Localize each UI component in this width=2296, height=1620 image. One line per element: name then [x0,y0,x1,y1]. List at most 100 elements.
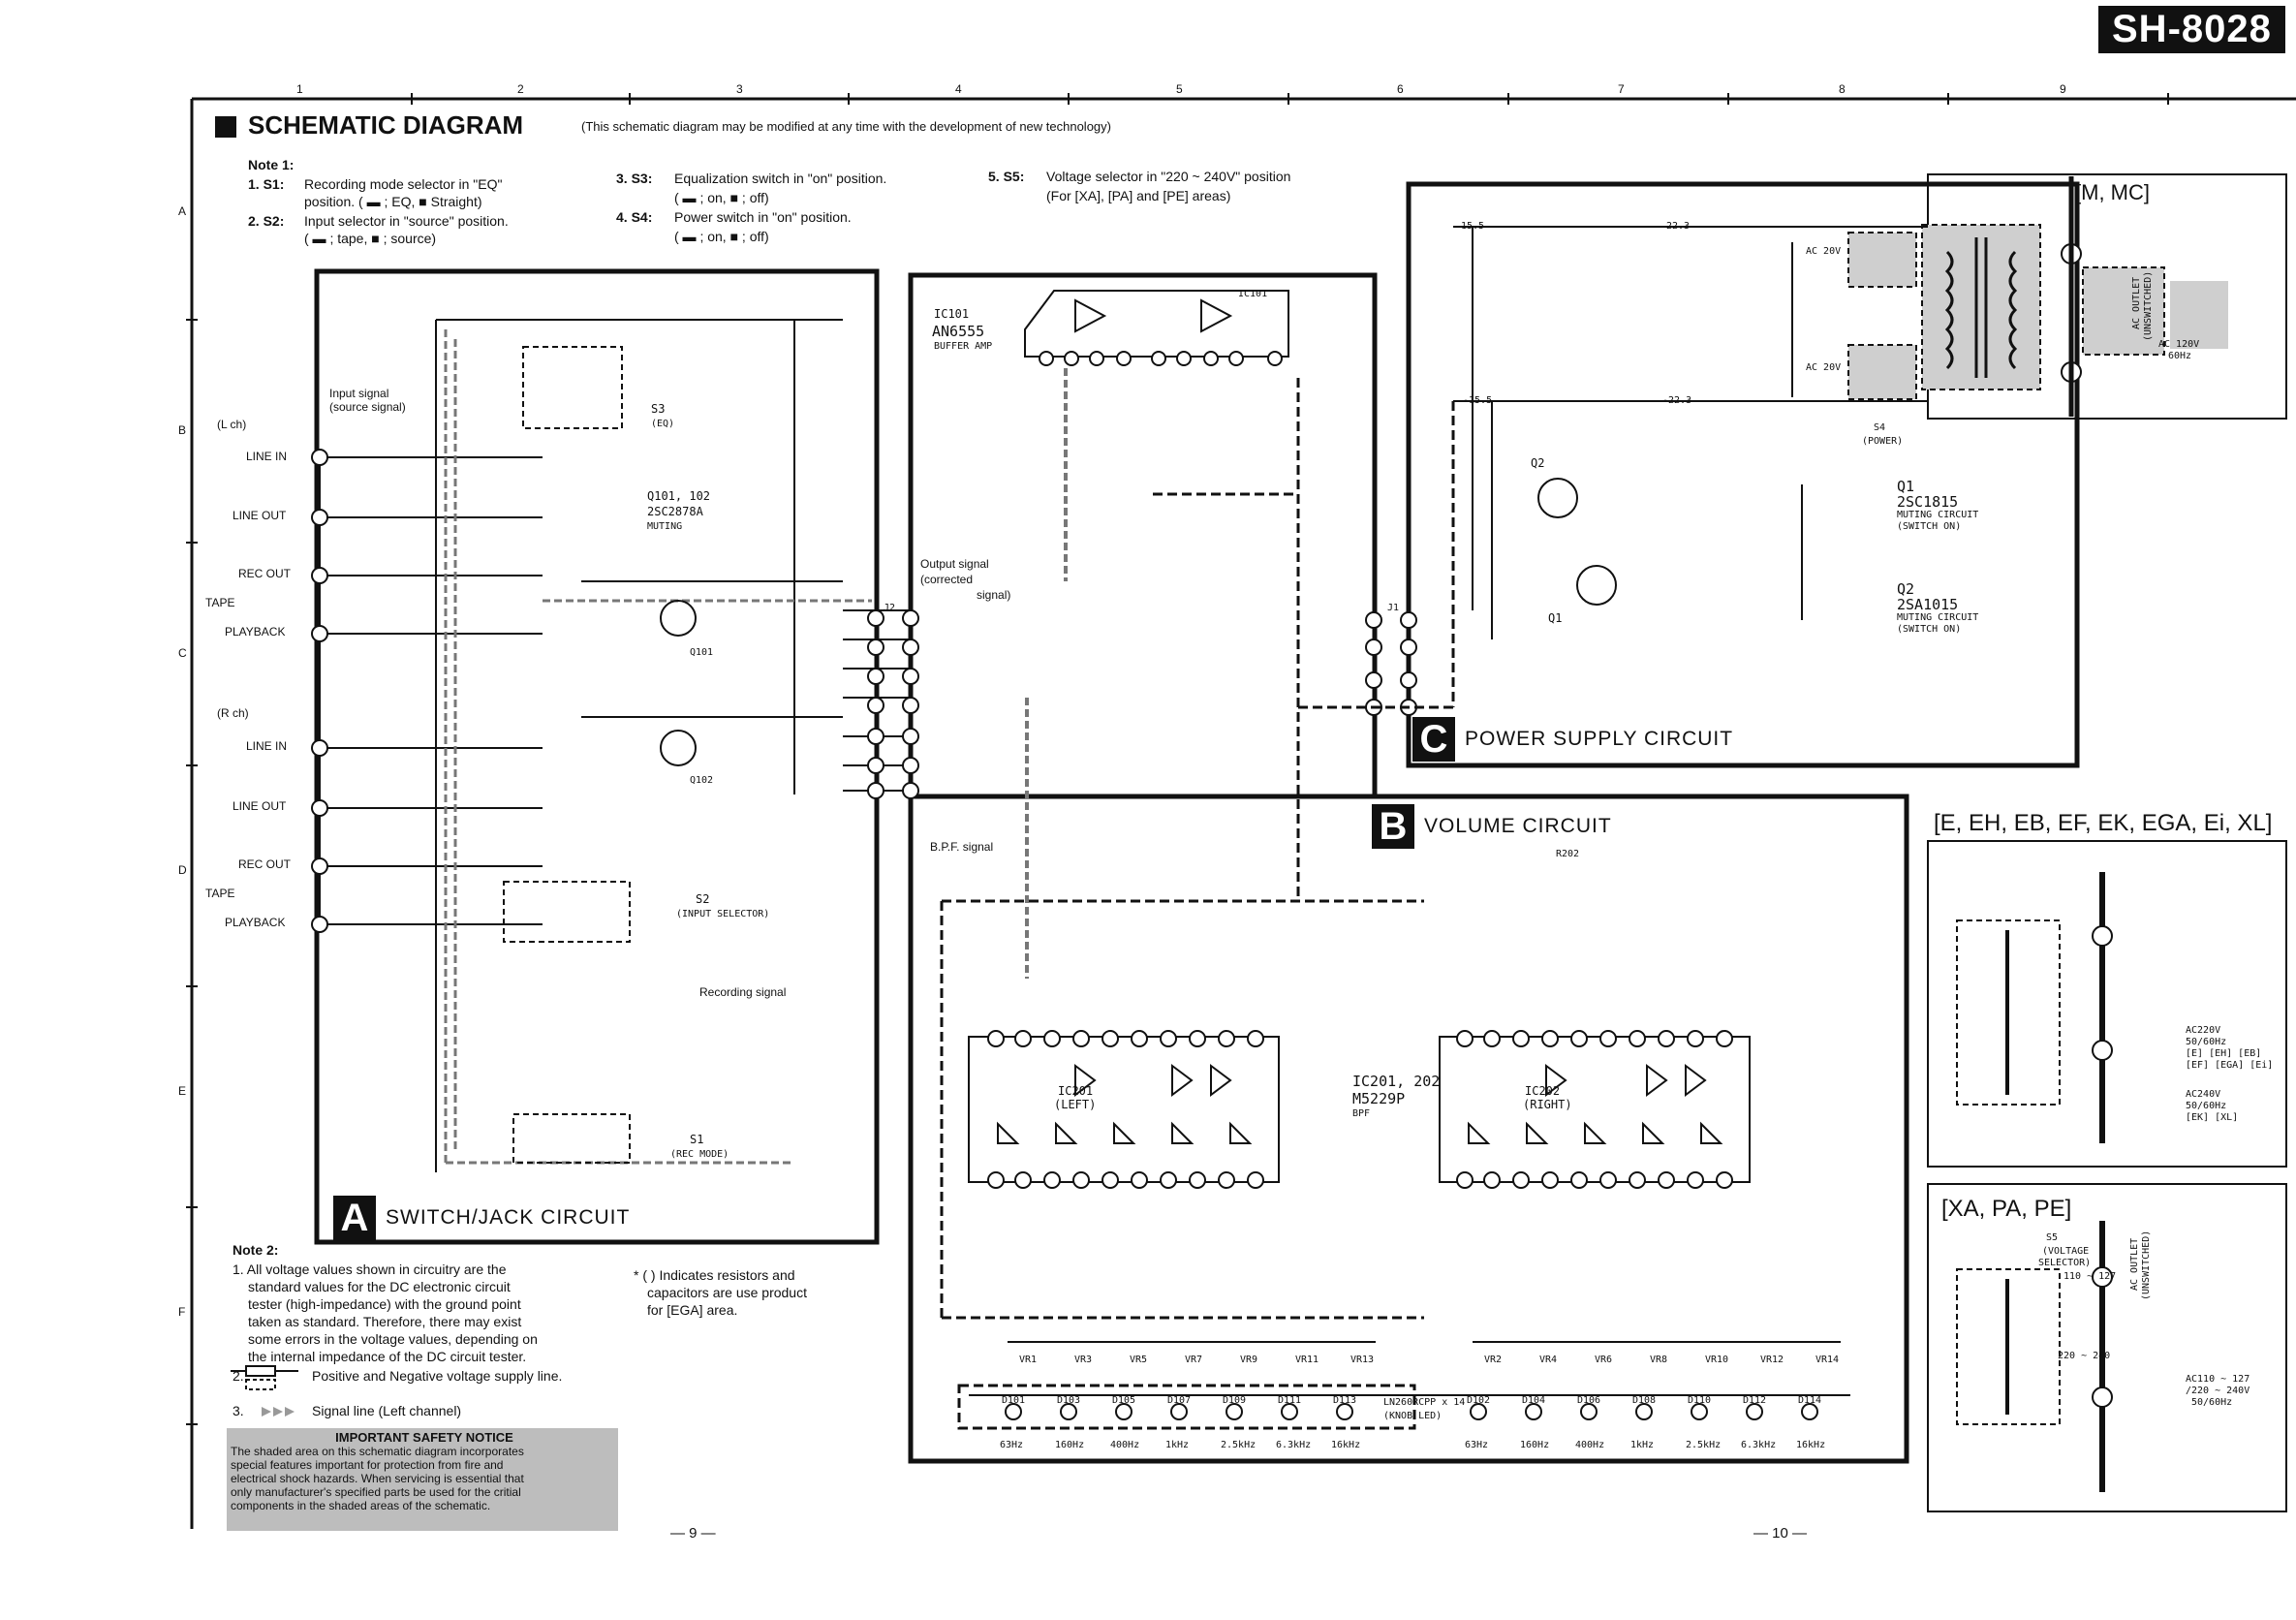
line-in-l: LINE IN [246,450,288,463]
s2-text-a: Input selector in "source" position. [304,213,509,229]
ac20v-a: AC 20V [1806,246,1842,257]
ic101-top-label: IC101 [1238,289,1268,299]
row-d: D [178,863,187,877]
bpf-signal-label: B.P.F. signal [930,840,994,854]
note2-line1: 1. All voltage values shown in circuitry… [233,1262,507,1277]
ic201-202-label: IC201, 202 [1352,1073,1441,1090]
recording-signal-label: Recording signal [699,985,787,999]
x-s5: S5 [2046,1232,2059,1243]
s5-key: 5. S5: [988,169,1025,184]
led-label: D104 [1522,1395,1546,1406]
led-label: D112 [1743,1395,1767,1406]
rch-label: (R ch) [217,706,249,720]
col-1: 1 [296,82,303,96]
note2-line4: taken as standard. Therefore, there may … [248,1314,522,1329]
s5-text-b: (For [XA], [PA] and [PE] areas) [1046,188,1231,203]
led-part: LN260RCPP x 14 [1383,1397,1466,1408]
rec-out-r: REC OUT [238,857,291,871]
section-c-letter: C [1412,717,1455,762]
q2-small: Q2 [1531,456,1545,470]
vr-label: VR12 [1760,1355,1784,1365]
s2-key: 2. S2: [248,213,285,229]
ic101-desc: BUFFER AMP [934,341,993,352]
led-label: D107 [1167,1395,1192,1406]
x-220-240: 220 ~ 240 [2058,1351,2111,1361]
q101-102-label: Q101, 102 [647,489,711,503]
freq-label: 63Hz [1465,1440,1489,1450]
section-c-label: C POWER SUPPLY CIRCUIT [1412,717,1733,762]
section-a-title: SWITCH/JACK CIRCUIT [386,1206,631,1229]
r202-label: R202 [1556,849,1580,859]
section-b-label: B VOLUME CIRCUIT [1372,804,1612,849]
s2-desc: (INPUT SELECTOR) [676,909,770,919]
ic201-label: IC201 [1058,1084,1094,1098]
vr-label: VR6 [1595,1355,1613,1365]
ic202-side: (RIGHT) [1523,1098,1572,1111]
x-ac2: /220 ~ 240V [2186,1386,2250,1396]
page-title: SCHEMATIC DIAGRAM [248,110,524,140]
col-5: 5 [1176,82,1183,96]
freq-label: 1kHz [1165,1440,1190,1450]
x-group-title: [XA, PA, PE] [1941,1196,2072,1222]
q101-102-part: 2SC2878A [647,505,703,518]
s4-text-b: ( ▬ ; on, ■ ; off) [674,229,769,244]
s4-text-a: Power switch in "on" position. [674,209,852,225]
v223-b: -22.3 [1662,395,1692,406]
lch-label: (L ch) [217,418,247,431]
freq-label: 400Hz [1110,1440,1140,1450]
s2-text-b: ( ▬ ; tape, ■ ; source) [304,231,437,246]
note2-line8: Signal line (Left channel) [312,1403,462,1418]
row-b: B [178,423,187,437]
led-desc: (KNOB LED) [1383,1411,1443,1421]
s1-key: 1. S1: [248,176,285,192]
vr-label: VR13 [1350,1355,1375,1365]
led-label: D108 [1632,1395,1657,1406]
model-badge: SH-8028 [2098,6,2285,53]
vr-label: VR8 [1650,1355,1668,1365]
mmc-label: [M, MC] [2075,180,2150,204]
title-square [215,116,236,138]
rec-out-l: REC OUT [238,567,291,580]
section-a-label: A SWITCH/JACK CIRCUIT [333,1196,630,1240]
tape-r: TAPE [205,887,235,900]
row-c: C [178,646,187,660]
safety-title: IMPORTANT SAFETY NOTICE [335,1430,513,1445]
section-c-title: POWER SUPPLY CIRCUIT [1465,728,1734,750]
s1-label: S1 [690,1133,704,1146]
col-6: 6 [1397,82,1404,96]
vr-label: VR11 [1295,1355,1319,1365]
x-s5-desc-a: (VOLTAGE [2042,1246,2090,1257]
playback-r: PLAYBACK [225,916,286,929]
q102-label: Q102 [690,775,714,786]
disclaimer: (This schematic diagram may be modified … [581,119,1111,134]
col-4: 4 [955,82,962,96]
j2-label: J2 [884,603,896,613]
ac-outlet-label: AC OUTLET [2131,276,2142,329]
playback-l: PLAYBACK [225,625,286,639]
safety-line1: The shaded area on this schematic diagra… [231,1445,524,1458]
ega-note-a: * ( ) Indicates resistors and [634,1267,795,1283]
safety-line5: components in the shaded areas of the sc… [231,1499,491,1512]
note1-heading: Note 1: [248,157,295,172]
x-110-127: 110 ~ 127 [2063,1271,2117,1282]
line-in-r: LINE IN [246,739,288,753]
v223-a: 22.3 [1666,221,1691,232]
vr-label: VR2 [1484,1355,1503,1365]
s1-desc: (REC MODE) [670,1149,729,1160]
note2-line2: standard values for the DC electronic ci… [248,1279,511,1294]
v155-b: -15.5 [1463,395,1493,406]
ega-note-c: for [EGA] area. [647,1302,738,1318]
vr-label: VR10 [1705,1355,1729,1365]
col-3: 3 [736,82,743,96]
source-signal-label: (source signal) [329,400,406,414]
freq-label: 6.3kHz [1741,1440,1777,1450]
col-8: 8 [1839,82,1846,96]
line-out-r: LINE OUT [233,799,287,813]
v155-a: 15.5 [1461,221,1485,232]
vr-label: VR3 [1074,1355,1093,1365]
line-out-l: LINE OUT [233,509,287,522]
safety-notice: IMPORTANT SAFETY NOTICE The shaded area … [231,1430,618,1512]
x-outlet: AC OUTLET [2129,1237,2140,1291]
s4-desc: (POWER) [1862,436,1904,447]
q2-part: 2SA1015 [1897,596,1959,613]
